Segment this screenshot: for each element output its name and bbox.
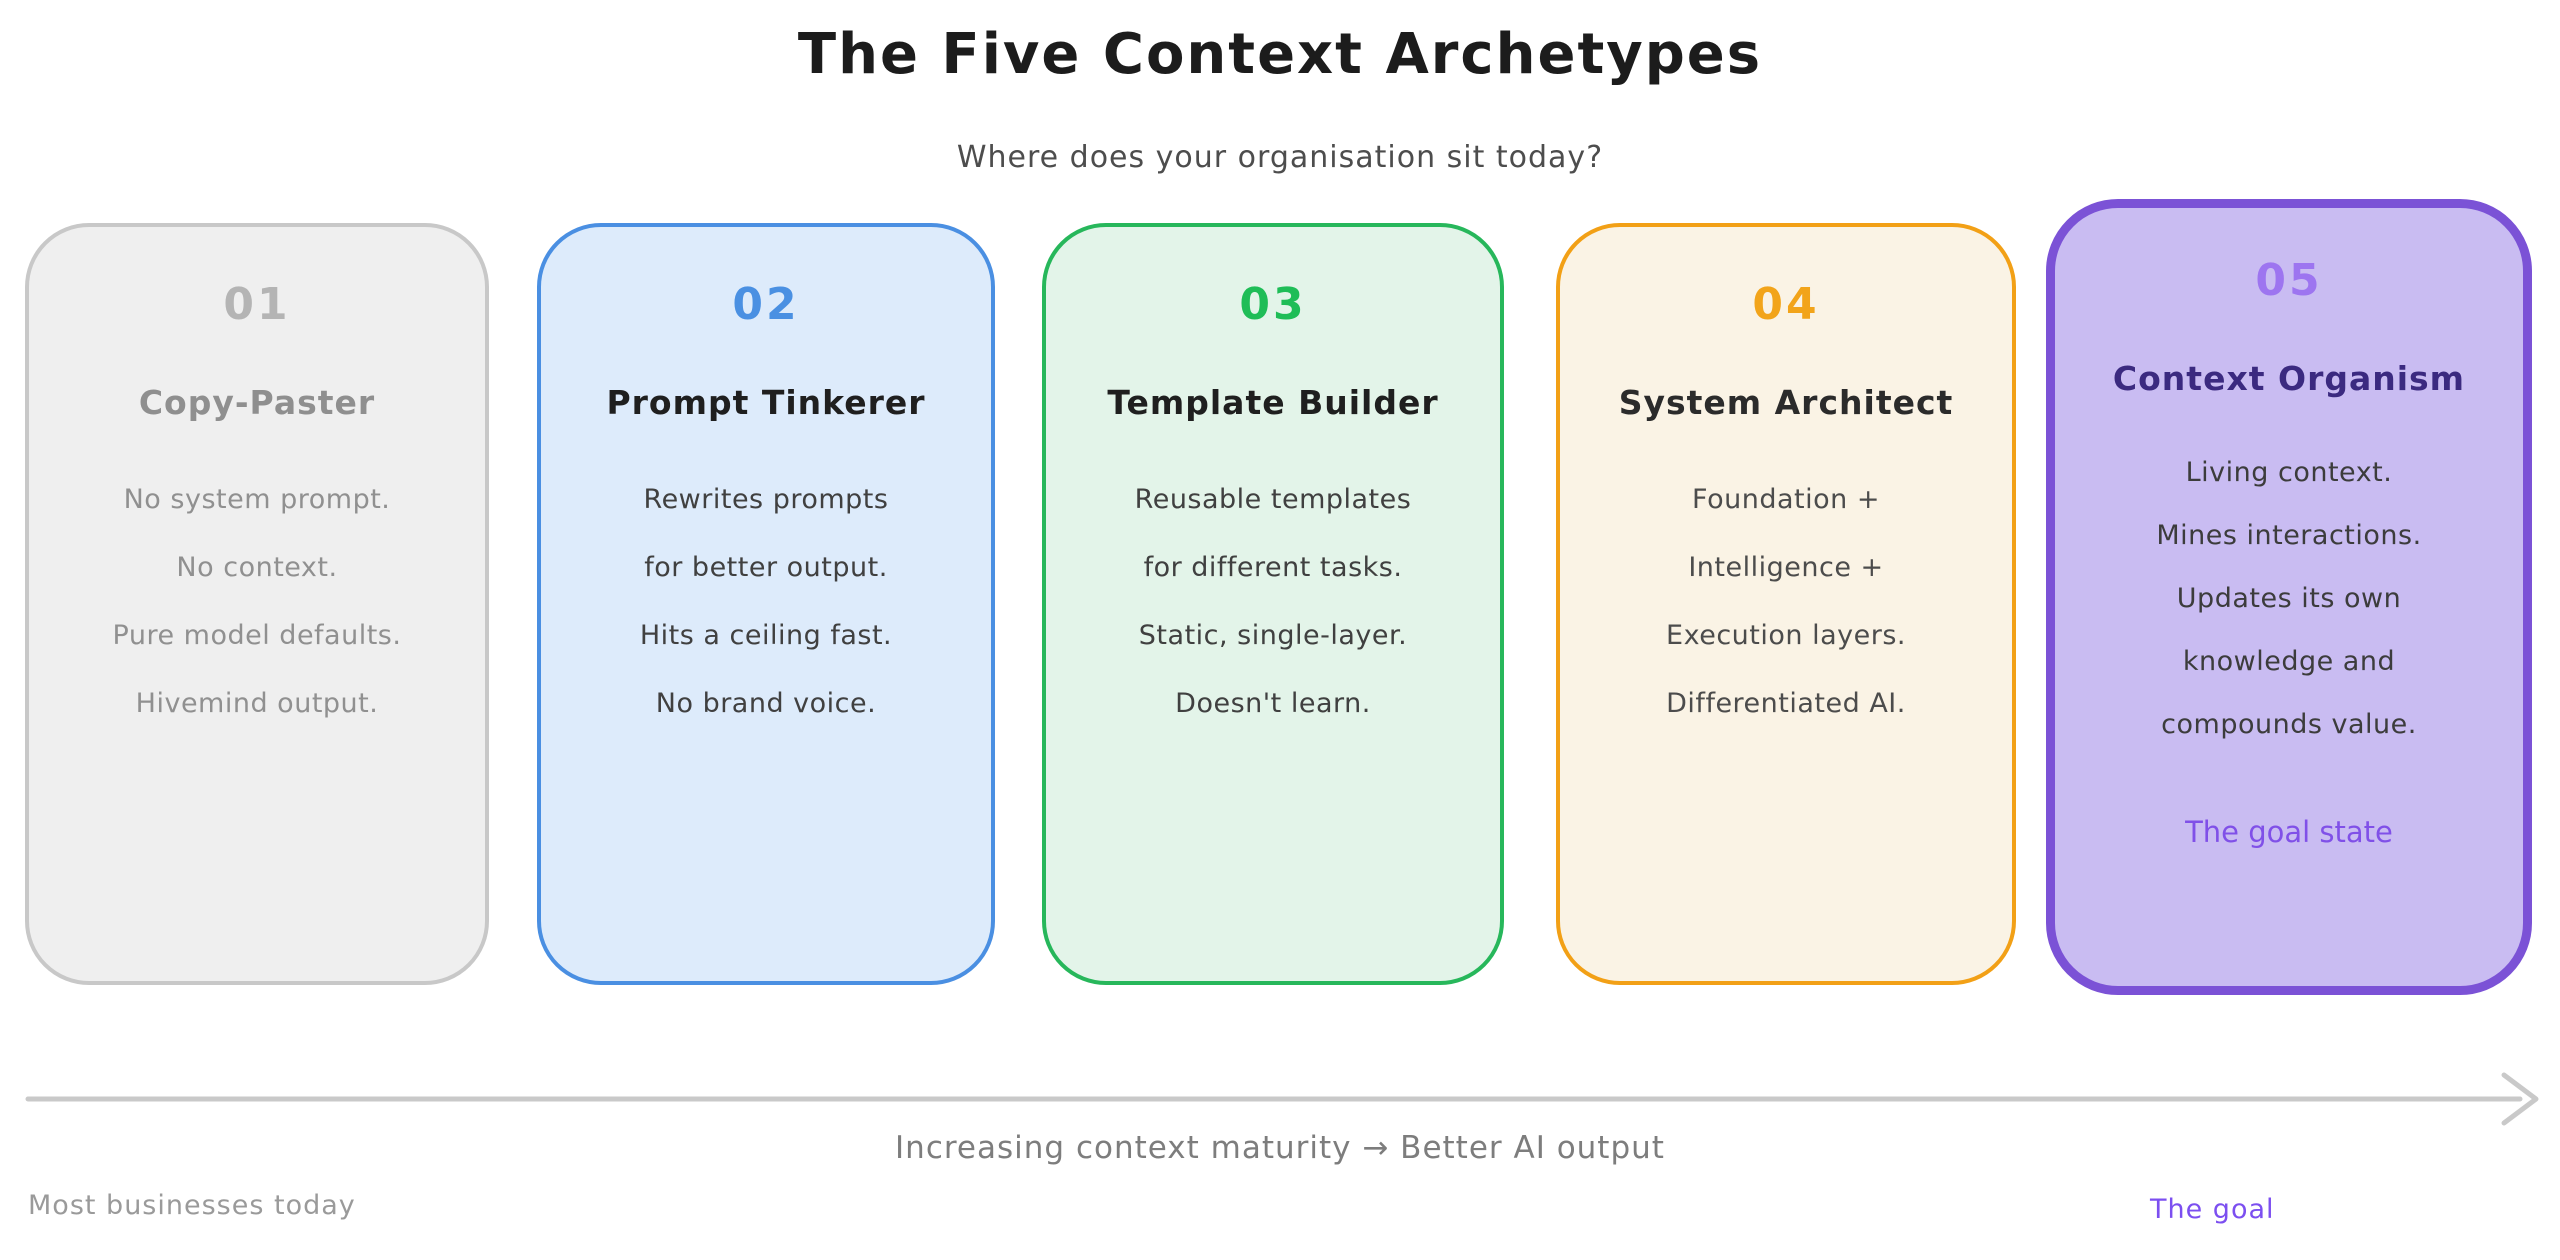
card-number: 03 [1239, 279, 1307, 330]
archetype-card-copy-paster: 01 Copy-Paster No system prompt. No cont… [25, 223, 489, 985]
card-body: Reusable templates for different tasks. … [1046, 465, 1500, 737]
card-text-line: No brand voice. [655, 687, 877, 719]
card-title: System Architect [1618, 383, 1954, 422]
card-body: Foundation + Intelligence + Execution la… [1560, 465, 2012, 737]
card-text-line: No context. [176, 551, 338, 583]
card-text-line: Rewrites prompts [643, 483, 889, 515]
card-text-line: Differentiated AI. [1666, 687, 1906, 719]
card-title: Context Organism [2112, 359, 2466, 398]
card-body: No system prompt. No context. Pure model… [29, 465, 485, 737]
card-number: 02 [732, 279, 800, 330]
goal-label: The goal [2150, 1194, 2275, 1225]
card-number: 01 [223, 279, 291, 330]
card-text-line: Updates its own [2176, 583, 2402, 614]
page-title: The Five Context Archetypes [797, 22, 1763, 87]
card-text-line: for different tasks. [1143, 551, 1403, 583]
axis-label: Increasing context maturity → Better AI … [895, 1130, 1665, 1166]
page-subtitle: Where does your organisation sit today? [956, 140, 1604, 175]
card-title: Copy-Paster [138, 383, 376, 422]
card-text-line: Hits a ceiling fast. [639, 619, 893, 651]
archetype-card-context-organism: 05 Context Organism Living context. Mine… [2046, 199, 2532, 995]
card-text-line: Static, single-layer. [1138, 619, 1408, 651]
card-text-line: Living context. [2185, 457, 2393, 488]
card-text-line: Pure model defaults. [112, 619, 402, 651]
card-body: Rewrites prompts for better output. Hits… [541, 465, 991, 737]
most-businesses-label: Most businesses today [28, 1190, 356, 1221]
card-text-line: Intelligence + [1688, 551, 1884, 583]
card-text-line: compounds value. [2161, 709, 2417, 740]
card-title: Prompt Tinkerer [606, 383, 926, 422]
card-text-line: knowledge and [2182, 646, 2396, 677]
card-text-line: Reusable templates [1134, 483, 1412, 515]
card-text-line: Execution layers. [1666, 619, 1906, 651]
goal-state-label: The goal state [2185, 814, 2393, 849]
archetype-card-system-architect: 04 System Architect Foundation + Intelli… [1556, 223, 2016, 985]
card-number: 04 [1752, 279, 1820, 330]
card-body: Living context. Mines interactions. Upda… [2055, 441, 2523, 756]
card-text-line: Mines interactions. [2156, 520, 2422, 551]
archetype-card-prompt-tinkerer: 02 Prompt Tinkerer Rewrites prompts for … [537, 223, 995, 985]
card-text-line: Hivemind output. [135, 687, 379, 719]
maturity-axis-arrow-icon [25, 1072, 2539, 1126]
card-number: 05 [2255, 255, 2323, 306]
card-text-line: Foundation + [1692, 483, 1880, 515]
card-text-line: Doesn't learn. [1175, 687, 1371, 719]
card-text-line: No system prompt. [123, 483, 391, 515]
card-title: Template Builder [1107, 383, 1439, 422]
card-text-line: for better output. [644, 551, 888, 583]
archetype-card-template-builder: 03 Template Builder Reusable templates f… [1042, 223, 1504, 985]
